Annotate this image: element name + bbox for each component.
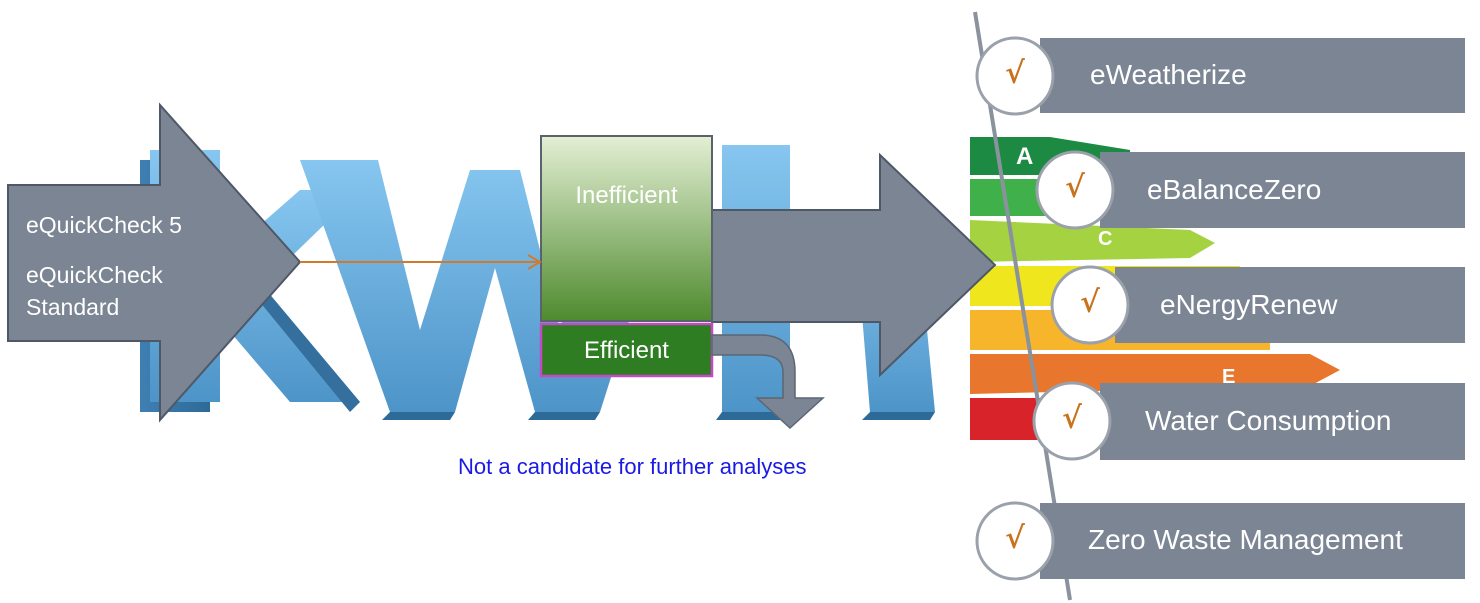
service-banner-1 [1040, 38, 1465, 113]
service-label-zero-waste: Zero Waste Management [1088, 524, 1403, 555]
rating-letter-c: C [1098, 228, 1113, 250]
rating-letter-e: E [1222, 366, 1236, 388]
efficient-label: Efficient [584, 337, 669, 364]
efficient-box [539, 322, 714, 378]
checkmark-icon: √ [1080, 285, 1100, 320]
rating-bar-c [970, 220, 1215, 262]
flow-arrow [300, 254, 542, 270]
service-label-ebalancezero: eBalanceZero [1147, 174, 1322, 205]
service-banner-3 [1115, 267, 1465, 343]
check-circle-1 [975, 36, 1055, 116]
not-candidate-note: Not a candidate for further analyses [458, 454, 807, 479]
input-label-2: eQuickCheck [26, 262, 163, 288]
service-label-energyrenew: eNergyRenew [1160, 289, 1338, 320]
check-circle-3 [1050, 265, 1130, 345]
checkmark-icon: √ [1005, 521, 1025, 556]
checkmark-icon: √ [1062, 401, 1082, 436]
timeline-line [973, 11, 1072, 601]
rating-letter-a: A [1016, 143, 1034, 170]
check-circle-5 [975, 501, 1055, 581]
checkmark-icon: √ [1065, 170, 1085, 205]
inefficient-box [540, 135, 713, 322]
check-circle-2 [1035, 150, 1115, 230]
service-banner-4 [1100, 383, 1465, 460]
service-banner-5 [1040, 503, 1465, 579]
rating-bar-g [970, 398, 1040, 440]
input-arrow [7, 102, 302, 423]
input-label-3: Standard [26, 294, 120, 320]
output-arrow [711, 152, 997, 378]
service-label-water-consumption: Water Consumption [1145, 405, 1392, 436]
input-label-1: eQuickCheck 5 [26, 212, 182, 238]
checkmark-icon: √ [1005, 56, 1025, 91]
service-label-eweatherize: eWeatherize [1090, 59, 1247, 90]
service-banner-2 [1100, 152, 1465, 228]
down-curved-arrow-icon [711, 334, 825, 430]
inefficient-label: Inefficient [575, 182, 678, 209]
check-circle-4 [1032, 381, 1112, 461]
